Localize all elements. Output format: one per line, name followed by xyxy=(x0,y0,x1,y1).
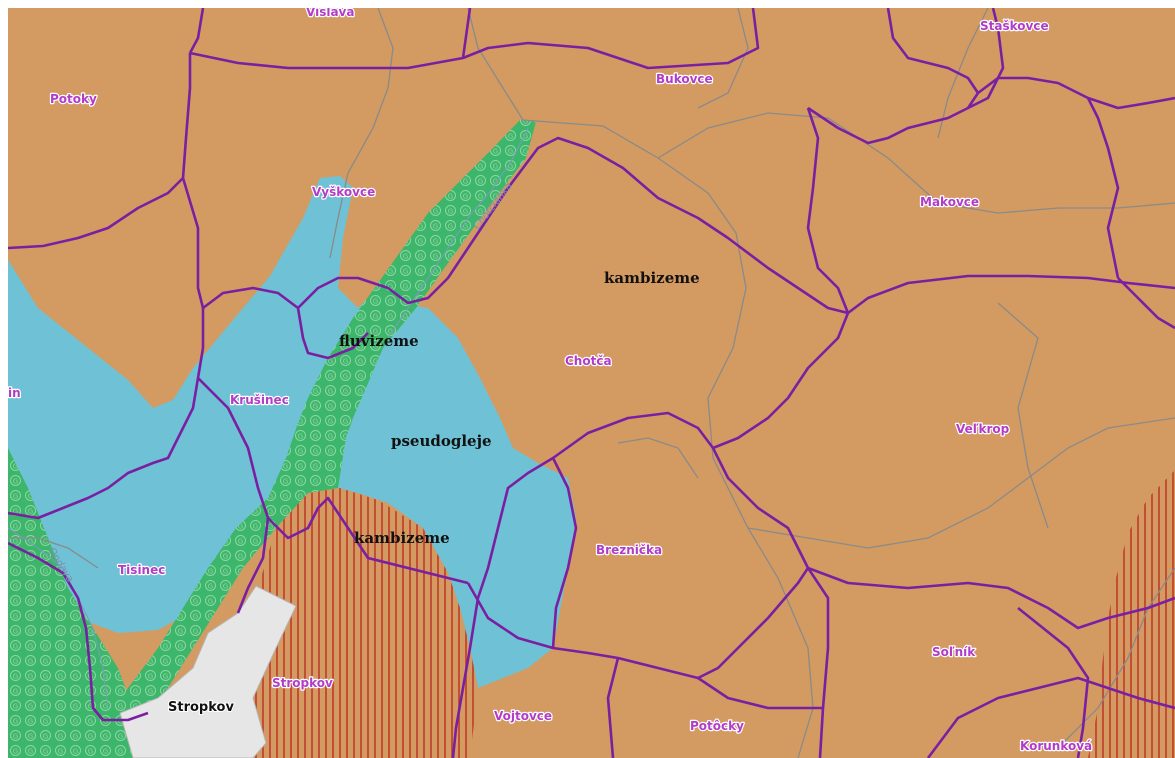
village-label-vojtovce: Vojtovce xyxy=(494,709,552,723)
village-label-stropkov-area: Stropkov xyxy=(272,676,333,690)
pseudogleje-area-central xyxy=(328,298,576,688)
fluvizeme-area-west xyxy=(8,448,138,758)
soil-label-kambizeme-south: kambizeme xyxy=(354,529,450,547)
soil-label-fluvizeme: fluvizeme xyxy=(339,332,419,350)
village-label-solnik: Soľník xyxy=(932,645,976,659)
fluvizeme-area-main xyxy=(108,120,536,720)
village-label-bukovce: Bukovce xyxy=(656,72,713,86)
village-label-potocky: Potôcky xyxy=(690,719,744,733)
soil-label-kambizeme-north: kambizeme xyxy=(604,269,700,287)
village-label-makovce: Makovce xyxy=(920,195,979,209)
village-label-vyskovce: Vyškovce xyxy=(312,185,375,199)
map-canvas[interactable]: G xyxy=(8,8,1175,758)
village-label-korunkova: Korunková xyxy=(1020,739,1092,753)
hatched-kambizeme-east xyxy=(1088,470,1175,758)
village-label-velkrop: Veľkrop xyxy=(956,422,1010,436)
town-label-stropkov: Stropkov xyxy=(168,700,234,715)
village-label-krusinec: Krušinec xyxy=(230,393,289,407)
village-label-potoky: Potoky xyxy=(50,92,97,106)
village-label-breznicka: Breznička xyxy=(596,543,662,557)
village-label-in: in xyxy=(8,386,21,400)
village-label-tisinec: Tisinec xyxy=(118,563,165,577)
municipal-boundaries xyxy=(8,8,1175,758)
urban-area-stropkov xyxy=(119,585,297,758)
village-label-chotca: Chotča xyxy=(565,354,612,368)
village-label-vislava: Vislava xyxy=(306,8,354,19)
soil-label-pseudogleje: pseudogleje xyxy=(391,432,492,450)
village-label-staskovce: Staškovce xyxy=(980,19,1049,33)
hatched-kambizeme-south xyxy=(228,488,478,758)
